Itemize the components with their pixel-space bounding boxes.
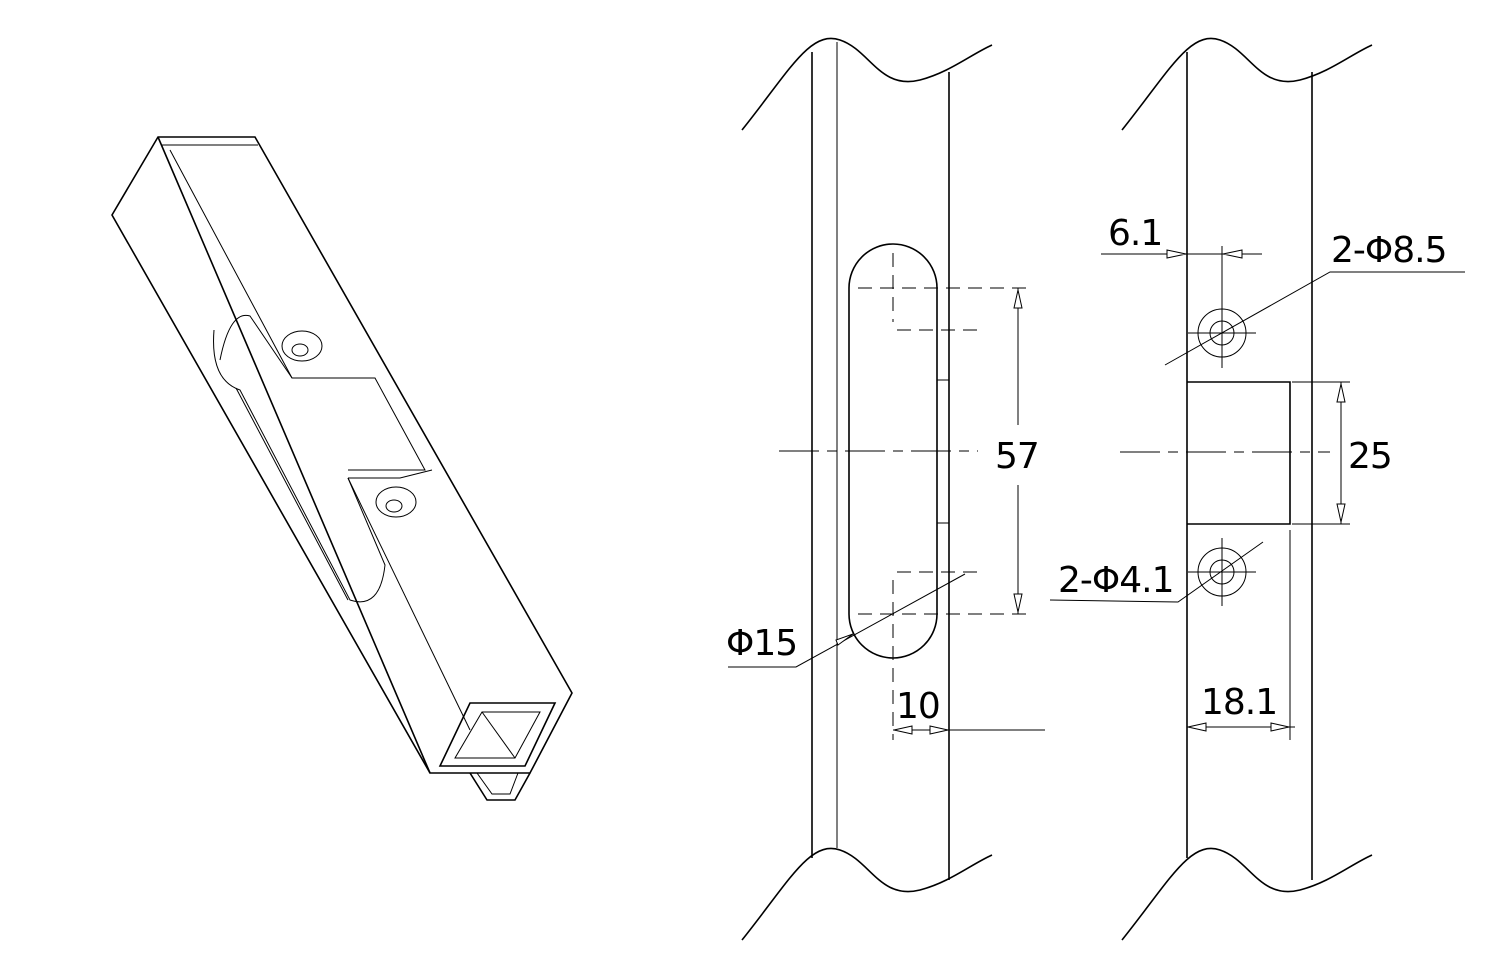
- hole-view: 25 6.1 2-Φ8.5 2-Φ4.1 18.1: [1049, 37, 1465, 941]
- slot-view: 57 Φ15 10: [726, 37, 1045, 941]
- dim-2-phi4-1: 2-Φ4.1: [1058, 560, 1173, 601]
- dim-57: 57: [995, 436, 1039, 477]
- isometric-view: [111, 136, 573, 801]
- dim-18-1: 18.1: [1201, 682, 1277, 723]
- dim-6-1: 6.1: [1108, 213, 1162, 254]
- dim-2-phi8-5: 2-Φ8.5: [1331, 230, 1446, 271]
- dim-10: 10: [896, 686, 940, 727]
- dim-phi15: Φ15: [726, 623, 797, 664]
- dim-25: 25: [1348, 436, 1392, 477]
